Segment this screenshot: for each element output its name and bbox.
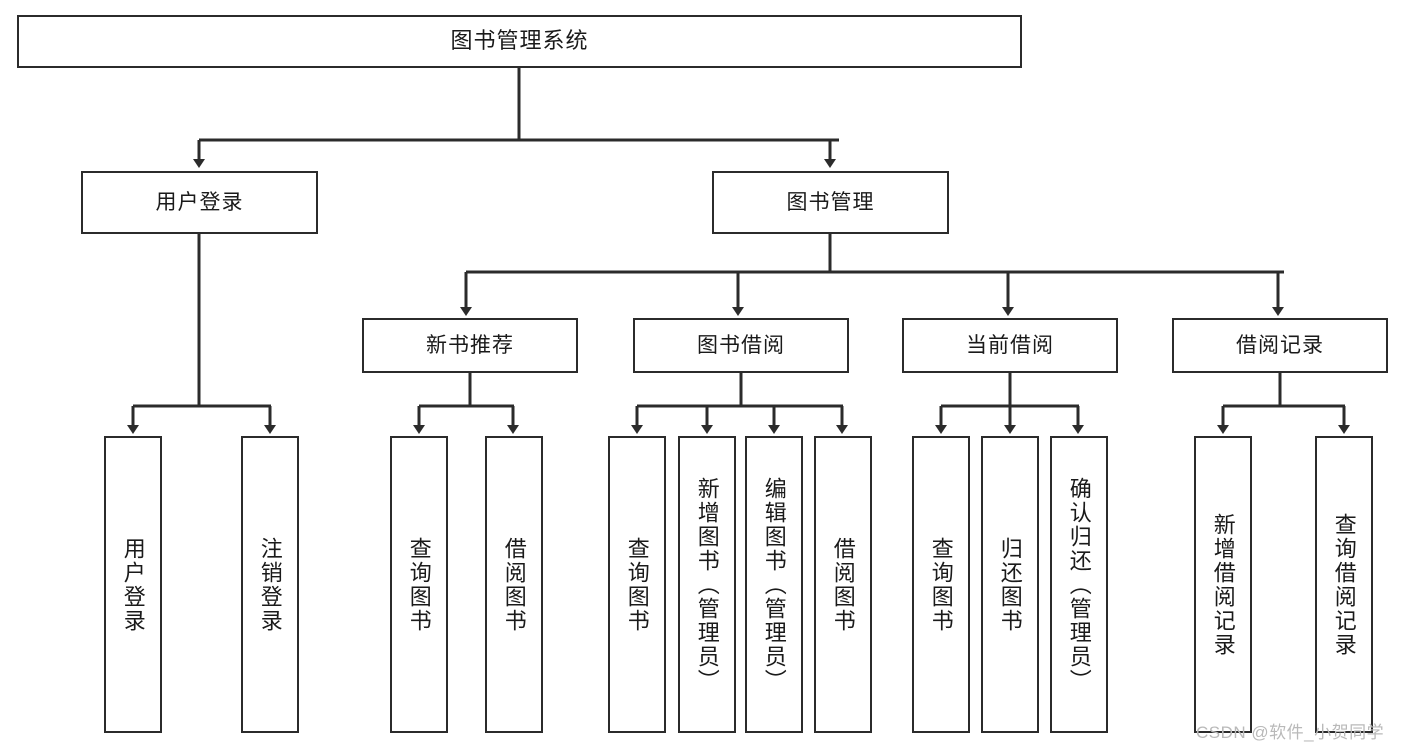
node-book-borrow[interactable]: 图书借阅	[633, 318, 849, 373]
node-label: 用户登录	[155, 190, 244, 214]
node-label: 查询图书	[406, 536, 432, 633]
leaf-borrow-book-recommend[interactable]: 借阅图书	[485, 436, 543, 733]
node-label: 图书管理系统	[450, 28, 589, 54]
node-new-book-recommend[interactable]: 新书推荐	[362, 318, 578, 373]
node-label: 注销登录	[257, 536, 283, 633]
node-book-management-system[interactable]: 图书管理系统	[17, 15, 1022, 68]
leaf-query-borrow-record[interactable]: 查询借阅记录	[1315, 436, 1373, 733]
node-label: 确认归还（管理员）	[1066, 476, 1092, 693]
node-label: 图书管理	[786, 190, 875, 214]
node-label: 查询图书	[928, 536, 954, 633]
node-label: 图书借阅	[697, 333, 785, 357]
node-label: 当前借阅	[966, 333, 1054, 357]
node-label: 用户登录	[120, 536, 146, 633]
node-user-login[interactable]: 用户登录	[81, 171, 318, 234]
edges-current-to-leaves	[935, 373, 1084, 434]
node-label: 归还图书	[997, 536, 1023, 633]
edges-root-to-level2	[193, 68, 839, 168]
edges-borrow-to-leaves	[631, 373, 848, 434]
edges-bookmgmt-to-level3	[460, 234, 1284, 316]
node-label: 编辑图书（管理员）	[761, 476, 787, 693]
csdn-watermark: CSDN @软件_小贺同学	[1196, 723, 1385, 742]
leaf-add-book-admin[interactable]: 新增图书（管理员）	[678, 436, 736, 733]
leaf-borrow-book[interactable]: 借阅图书	[814, 436, 872, 733]
leaf-return-book[interactable]: 归还图书	[981, 436, 1039, 733]
leaf-logout[interactable]: 注销登录	[241, 436, 299, 733]
node-label: 借阅记录	[1236, 333, 1324, 357]
leaf-user-login[interactable]: 用户登录	[104, 436, 162, 733]
node-current-borrow[interactable]: 当前借阅	[902, 318, 1118, 373]
leaf-query-book-borrow[interactable]: 查询图书	[608, 436, 666, 733]
leaf-query-book-recommend[interactable]: 查询图书	[390, 436, 448, 733]
node-label: 新增借阅记录	[1210, 512, 1236, 657]
leaf-query-book-current[interactable]: 查询图书	[912, 436, 970, 733]
node-label: 查询图书	[624, 536, 650, 633]
node-label: 借阅图书	[501, 536, 527, 633]
edges-userlogin-to-leaves	[127, 234, 276, 434]
node-borrow-record[interactable]: 借阅记录	[1172, 318, 1388, 373]
node-label: 查询借阅记录	[1331, 512, 1357, 657]
node-book-management[interactable]: 图书管理	[712, 171, 949, 234]
leaf-add-borrow-record[interactable]: 新增借阅记录	[1194, 436, 1252, 733]
node-label: 借阅图书	[830, 536, 856, 633]
node-label: 新增图书（管理员）	[694, 476, 720, 693]
edges-recommend-to-leaves	[413, 373, 519, 434]
leaf-confirm-return-admin[interactable]: 确认归还（管理员）	[1050, 436, 1108, 733]
node-label: 新书推荐	[426, 333, 514, 357]
leaf-edit-book-admin[interactable]: 编辑图书（管理员）	[745, 436, 803, 733]
edges-record-to-leaves	[1217, 373, 1350, 434]
